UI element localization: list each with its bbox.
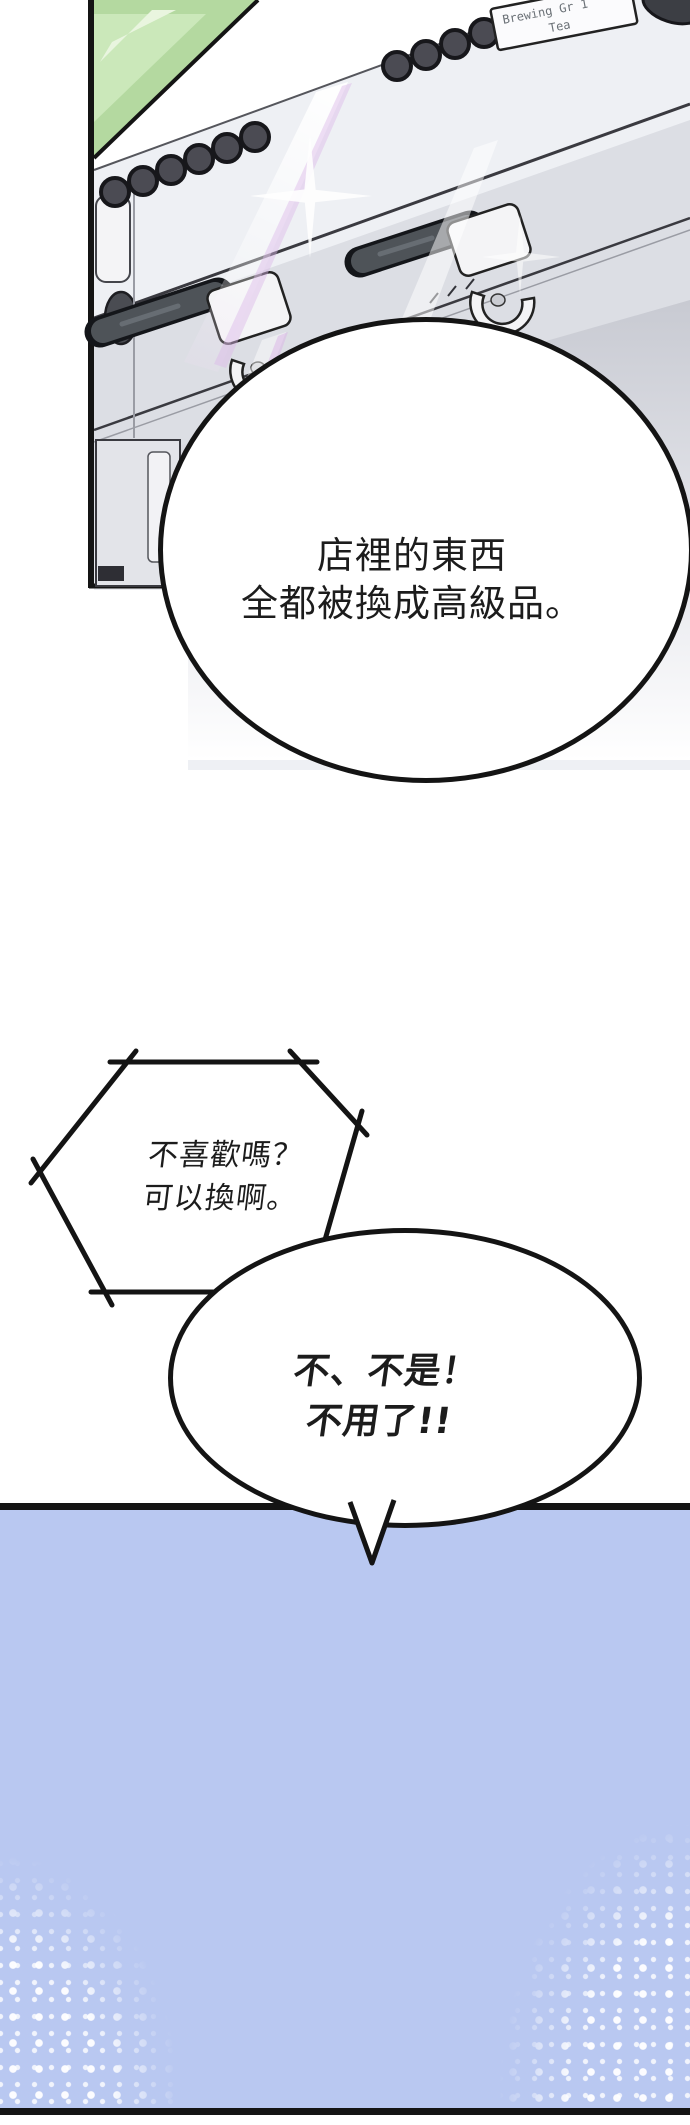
portafilter-top-right <box>641 0 690 26</box>
sparkle-icon <box>250 135 372 258</box>
sparkle-small-icon <box>482 215 560 295</box>
narration-line1: 店裡的東西 <box>317 534 507 577</box>
green-wall <box>92 0 260 160</box>
shout-bubble: 不、不是！ 不用了!! <box>168 1228 642 1528</box>
narration-text: 店裡的東西 全都被換成高級品。 <box>241 532 583 628</box>
narration-bubble: 店裡的東西 全都被換成高級品。 <box>158 317 690 783</box>
display-line2: Tea <box>548 17 572 35</box>
phone-voice-line2: 可以換啊。 <box>140 1181 301 1216</box>
shout-bubble-tail <box>347 1499 397 1566</box>
machine-display: Brewing Gr 1 Tea <box>489 0 639 52</box>
shout-text: 不、不是！ 不用了!! <box>283 1347 482 1447</box>
narration-line2: 全都被換成高級品。 <box>241 582 583 625</box>
bottom-panel <box>0 1503 690 2115</box>
machine-buttons <box>99 17 500 208</box>
shout-line2: 不用了!! <box>303 1401 456 1442</box>
bottom-panel-inner <box>0 1510 690 2108</box>
phone-voice-text: 不喜歡嗎？ 可以換啊。 <box>113 1134 334 1220</box>
bottom-panel-art <box>0 1510 690 2108</box>
phone-voice-line1: 不喜歡嗎？ <box>145 1138 306 1173</box>
shout-line1: 不、不是！ <box>291 1351 482 1392</box>
